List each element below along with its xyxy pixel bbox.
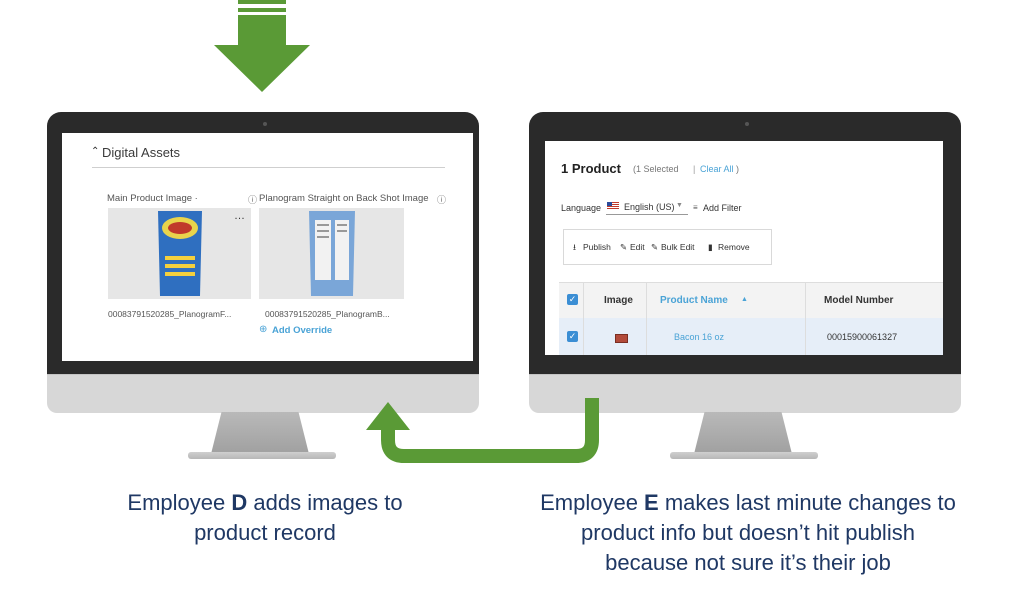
main-image-filename: 00083791520285_PlanogramF... bbox=[108, 309, 232, 319]
product-name-cell[interactable]: Bacon 16 oz bbox=[674, 332, 725, 342]
planogram-image[interactable] bbox=[259, 208, 404, 299]
main-product-image[interactable] bbox=[108, 208, 251, 299]
trash-icon[interactable]: ▮ bbox=[708, 242, 713, 252]
planogram-label: Planogram Straight on Back Shot Image bbox=[259, 193, 429, 204]
section-divider bbox=[92, 167, 445, 168]
left-display: ⌃ Digital Assets Main Product Image · ⓘ … bbox=[62, 133, 473, 361]
close-paren: ) bbox=[736, 164, 739, 174]
chip-bag-front-image bbox=[158, 211, 202, 296]
chevron-down-icon[interactable]: ▼ bbox=[676, 202, 683, 209]
column-header-model-number[interactable]: Model Number bbox=[824, 295, 894, 306]
add-circle-icon[interactable]: ⊕ bbox=[259, 324, 268, 335]
caption-line: product info but doesn’t hit publish bbox=[581, 520, 915, 545]
publish-icon[interactable]: ⭳ bbox=[573, 242, 576, 252]
info-icon[interactable]: ⓘ bbox=[248, 195, 258, 205]
caption-line: because not sure it’s their job bbox=[605, 550, 891, 575]
main-image-label: Main Product Image · bbox=[107, 193, 198, 204]
return-arrow-icon bbox=[366, 398, 599, 463]
caption-bold: D bbox=[231, 490, 248, 515]
caption-bold: E bbox=[644, 490, 659, 515]
model-number-cell: 00015900061327 bbox=[827, 332, 898, 342]
chip-bag-back-image bbox=[309, 211, 355, 296]
action-toolbar: ⭳ Publish ✎ Edit ✎ Bulk Edit ▮ Remove bbox=[563, 229, 772, 265]
caption-employee-d: Employee D adds images to product record bbox=[60, 488, 470, 548]
chevron-up-icon[interactable]: ⌃ bbox=[91, 146, 100, 157]
right-display: 1 Product (1 Selected | Clear All ) Lang… bbox=[545, 141, 943, 355]
language-underline bbox=[606, 214, 688, 215]
column-divider bbox=[583, 282, 584, 355]
separator: | bbox=[693, 164, 696, 174]
planogram-filename: 00083791520285_PlanogramB... bbox=[265, 309, 390, 319]
caption-employee-e: Employee E makes last minute changes to … bbox=[478, 488, 1018, 578]
table-header bbox=[559, 282, 943, 319]
more-menu-icon[interactable]: … bbox=[234, 210, 245, 222]
clear-all-link[interactable]: Clear All bbox=[700, 164, 734, 174]
section-title[interactable]: Digital Assets bbox=[102, 145, 181, 160]
column-header-image[interactable]: Image bbox=[604, 295, 633, 306]
selected-count: (1 Selected bbox=[633, 164, 679, 174]
product-thumbnail[interactable] bbox=[615, 334, 628, 343]
info-icon[interactable]: ⓘ bbox=[437, 195, 447, 205]
remove-button[interactable]: Remove bbox=[718, 242, 750, 252]
caption-text: makes last minute changes to bbox=[658, 490, 956, 515]
column-header-product-name[interactable]: Product Name bbox=[660, 295, 728, 306]
caption-line: product record bbox=[194, 520, 336, 545]
filter-icon[interactable]: ≡ bbox=[693, 203, 698, 212]
publish-button[interactable]: Publish bbox=[583, 242, 611, 252]
add-override-link[interactable]: Add Override bbox=[272, 325, 333, 336]
row-checkbox[interactable]: ✓ bbox=[567, 331, 578, 342]
column-divider bbox=[646, 282, 647, 355]
add-filter-link[interactable]: Add Filter bbox=[703, 203, 742, 213]
caption-text: adds images to bbox=[247, 490, 403, 515]
caption-prefix: Employee bbox=[540, 490, 645, 515]
us-flag-icon bbox=[607, 202, 619, 210]
select-all-checkbox[interactable]: ✓ bbox=[567, 294, 578, 305]
down-arrow-icon bbox=[214, 0, 310, 92]
edit-icon[interactable]: ✎ bbox=[620, 242, 628, 252]
sort-ascending-icon[interactable]: ▲ bbox=[741, 296, 748, 303]
edit-button[interactable]: Edit bbox=[630, 242, 645, 252]
bulk-edit-icon[interactable]: ✎ bbox=[651, 242, 659, 252]
product-count: 1 Product bbox=[561, 161, 621, 176]
column-divider bbox=[805, 282, 806, 355]
caption-prefix: Employee bbox=[127, 490, 232, 515]
language-value[interactable]: English (US) bbox=[624, 202, 675, 212]
bulk-edit-button[interactable]: Bulk Edit bbox=[661, 242, 695, 252]
language-label: Language bbox=[561, 203, 602, 213]
